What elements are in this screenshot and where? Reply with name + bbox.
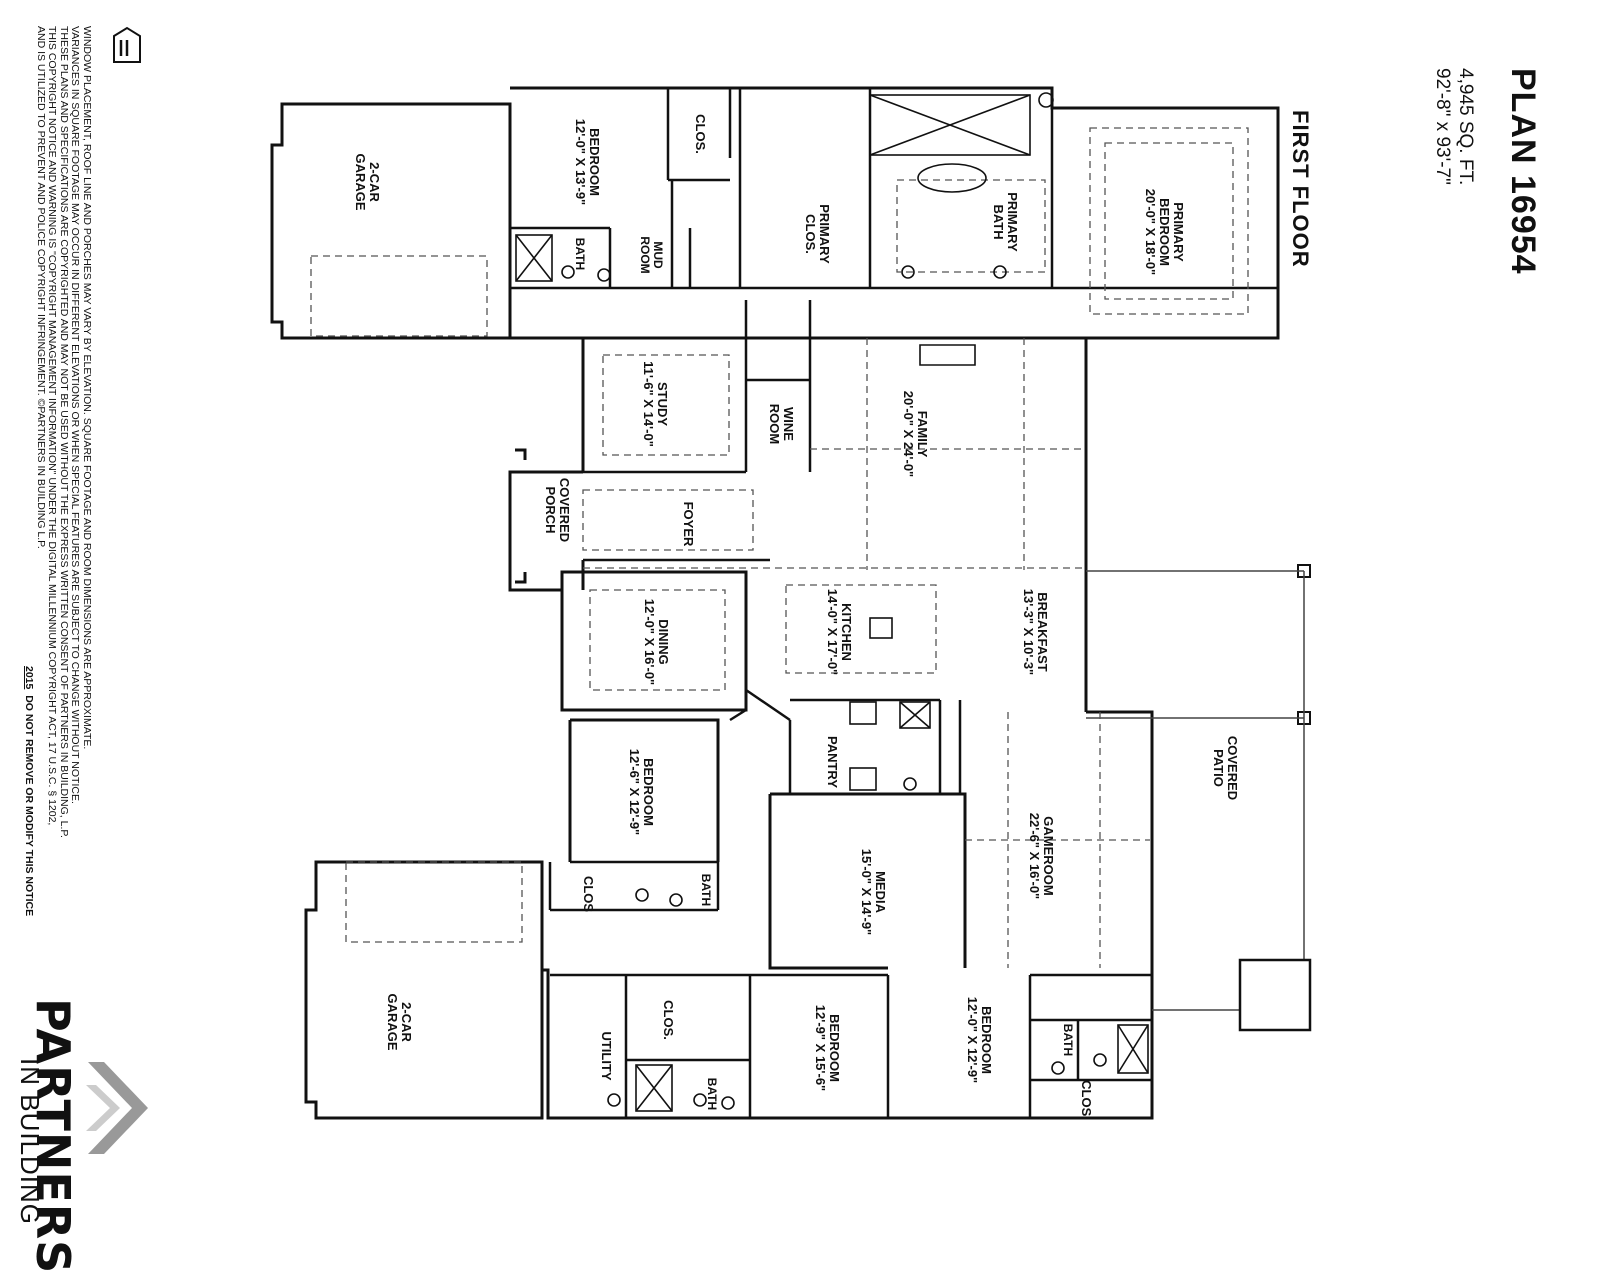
room-size: 12'-9" X 15'-6" bbox=[813, 1005, 828, 1091]
room-size: 11'-6" X 14'-0" bbox=[641, 361, 656, 447]
room-name: CLOS bbox=[581, 876, 596, 912]
room-name: BREAKFAST bbox=[1035, 592, 1050, 672]
room-name: BATH bbox=[699, 874, 713, 906]
room-name: PATIO bbox=[1211, 749, 1226, 787]
room-name: ROOM bbox=[767, 404, 782, 444]
room-size: 12'-6" X 12'-9" bbox=[627, 749, 642, 835]
equal-housing-icon bbox=[113, 26, 141, 63]
room-name: KITCHEN bbox=[839, 603, 854, 661]
room-name: BEDROOM bbox=[979, 1006, 994, 1074]
room-name: DINING bbox=[656, 619, 671, 665]
room-name: WINE bbox=[781, 407, 796, 441]
room-name: 2-CAR bbox=[367, 162, 382, 202]
covered-patio-outline bbox=[1086, 564, 1312, 1032]
room-name: UTILITY bbox=[599, 1031, 614, 1080]
room-size: 12'-0" X 16'-0" bbox=[642, 599, 657, 685]
room-size: 15'-0" X 14'-9" bbox=[859, 849, 874, 935]
room-name: ROOM bbox=[638, 236, 652, 273]
room-name: CLOS. bbox=[693, 114, 708, 154]
room-size: 20'-0" X 18'-0" bbox=[1143, 189, 1158, 275]
room-name: PRIMARY bbox=[817, 204, 832, 264]
room-name: PRIMARY bbox=[1005, 192, 1020, 252]
room-name: MUD bbox=[651, 241, 665, 269]
room-name: CLOS. bbox=[803, 214, 818, 254]
room-name: BATH bbox=[1061, 1024, 1075, 1056]
room-name: FOYER bbox=[681, 502, 696, 547]
room-name: BEDROOM bbox=[641, 758, 656, 826]
room-name: BATH bbox=[705, 1078, 719, 1110]
room-name: BEDROOM bbox=[1157, 198, 1172, 266]
room-name: MEDIA bbox=[873, 871, 888, 914]
logo-chevron-icon bbox=[86, 1062, 148, 1154]
interior-walls bbox=[510, 88, 1278, 1118]
room-labels: PRIMARY BEDROOM 20'-0" X 18'-0" PRIMARY … bbox=[353, 114, 1240, 1120]
room-name: BATH bbox=[991, 204, 1006, 239]
room-size: 12'-0" X 13'-9" bbox=[573, 119, 588, 205]
room-size: 20'-0" X 24'-0" bbox=[901, 391, 916, 477]
room-size: 22'-6" X 16'-0" bbox=[1027, 813, 1042, 899]
room-name: STUDY bbox=[655, 382, 670, 426]
room-name: CLOS. bbox=[661, 1000, 676, 1040]
room-size: 14'-0" X 17'-0" bbox=[825, 589, 840, 675]
ceiling-lines bbox=[310, 127, 1249, 968]
room-size: 13'-3" X 10'-3" bbox=[1021, 589, 1036, 675]
porch-posts bbox=[515, 448, 527, 584]
room-name: PORCH bbox=[543, 487, 558, 534]
room-name: CLOS. bbox=[1079, 1080, 1094, 1120]
room-name: GARAGE bbox=[385, 993, 400, 1050]
room-name: PANTRY bbox=[825, 736, 840, 788]
room-name: PRIMARY bbox=[1171, 202, 1186, 262]
room-name: COVERED bbox=[1225, 736, 1240, 800]
room-name: BEDROOM bbox=[827, 1014, 842, 1082]
room-size: 12'-0" X 12'-9" bbox=[965, 997, 980, 1083]
room-name: GAMEROOM bbox=[1041, 816, 1056, 895]
room-name: 2-CAR bbox=[399, 1002, 414, 1042]
room-name: COVERED bbox=[557, 478, 572, 542]
room-name: GARAGE bbox=[353, 153, 368, 210]
outer-walls bbox=[270, 86, 1280, 1120]
room-name: BEDROOM bbox=[587, 128, 602, 196]
room-name: BATH bbox=[573, 238, 587, 270]
fixtures bbox=[515, 92, 1149, 1112]
room-name: FAMILY bbox=[915, 411, 930, 458]
